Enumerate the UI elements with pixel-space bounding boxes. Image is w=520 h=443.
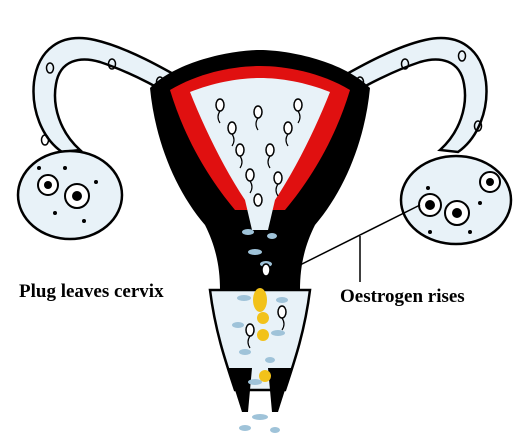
right-ovary bbox=[401, 156, 511, 244]
plug-leaves-cervix-label: Plug leaves cervix bbox=[19, 281, 164, 303]
oestrogen-rises-label: Oestrogen rises bbox=[340, 286, 465, 308]
